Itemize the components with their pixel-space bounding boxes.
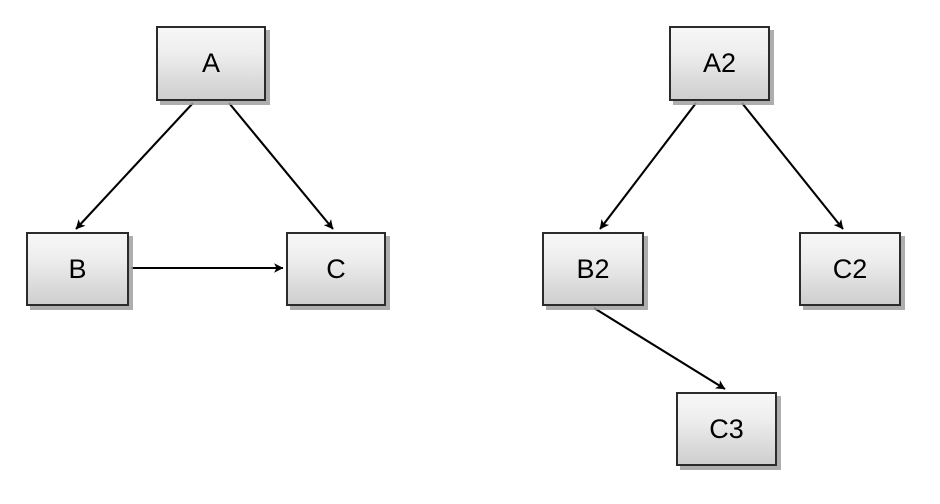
node-label-b: B [68,253,87,284]
node-label-a: A [201,48,220,78]
node-label-c: C [326,253,346,284]
edge-a-to-c[interactable] [228,102,334,230]
node-a2[interactable]: A2 [669,26,770,101]
node-c2[interactable]: C2 [799,232,901,306]
node-label-c2: C2 [832,253,868,284]
node-label-c3: C3 [709,413,744,444]
edge-b2-to-c3[interactable] [593,307,726,390]
node-label-a2: A2 [702,48,737,78]
node-c[interactable]: C [286,232,386,306]
edges-group [75,102,844,390]
node-a[interactable]: A [156,26,266,101]
node-b2[interactable]: B2 [542,232,644,306]
node-b[interactable]: B [26,232,129,306]
node-c3[interactable]: C3 [676,392,777,466]
node-label-b2: B2 [576,253,610,284]
edge-a-to-b[interactable] [75,102,194,230]
edge-a2-to-b2[interactable] [599,102,697,230]
edge-a2-to-c2[interactable] [741,102,844,230]
